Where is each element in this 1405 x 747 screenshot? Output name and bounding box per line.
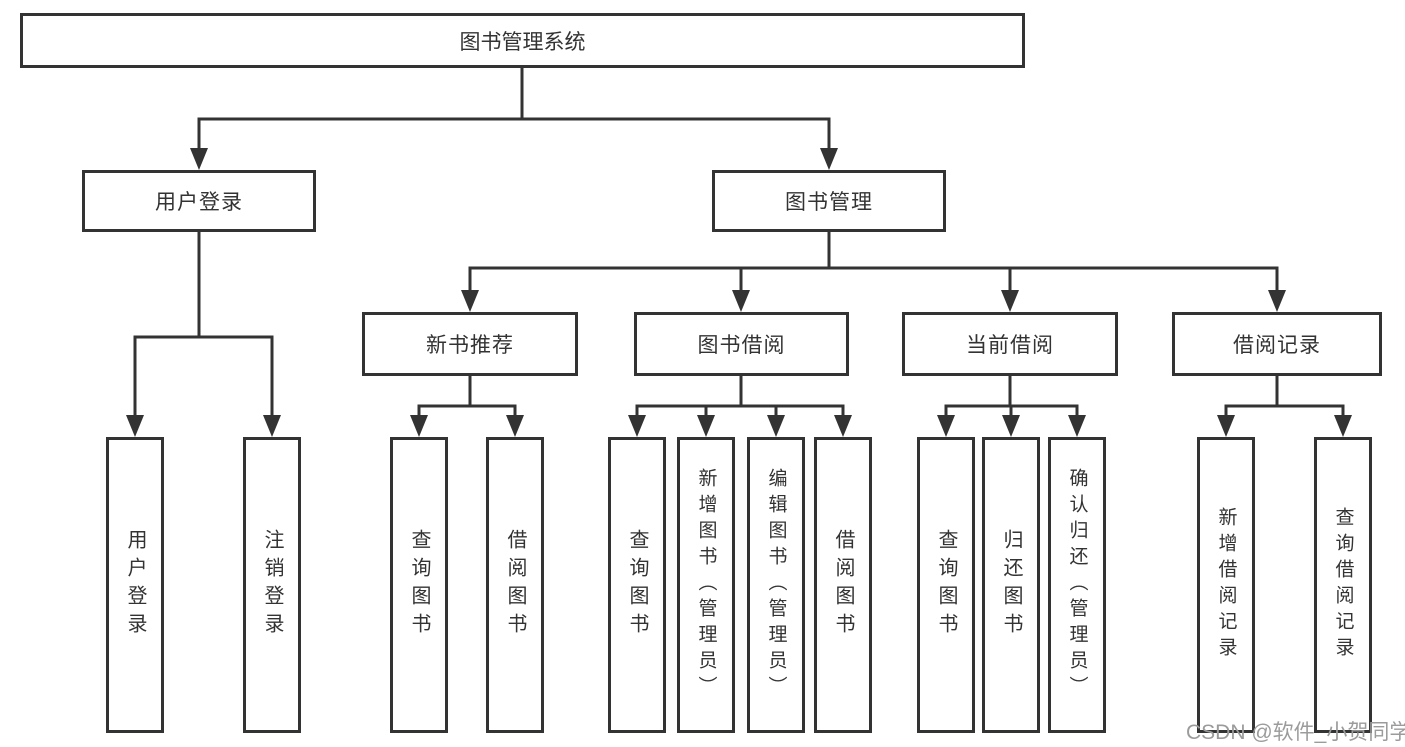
- leaf-confirm-return-admin: 确认归还（管理员）: [1048, 437, 1106, 733]
- node-book-borrow: 图书借阅: [634, 312, 849, 376]
- leaf-query-book-3-label: 查询图书: [935, 529, 957, 641]
- node-borrow-record-label: 借阅记录: [1233, 334, 1321, 357]
- node-borrow-record: 借阅记录: [1172, 312, 1382, 376]
- node-current-borrow-label: 当前借阅: [966, 334, 1054, 357]
- leaf-edit-book-admin: 编辑图书（管理员）: [747, 437, 805, 733]
- leaf-borrow-book-1: 借阅图书: [486, 437, 544, 733]
- node-user-login-label: 用户登录: [155, 191, 243, 214]
- leaf-user-login-label: 用户登录: [124, 529, 146, 641]
- csdn-watermark: CSDN @软件_小贺同学: [1186, 721, 1405, 744]
- root-node-library-management-system: 图书管理系统: [20, 13, 1025, 68]
- node-book-borrow-label: 图书借阅: [697, 334, 786, 357]
- leaf-add-borrow-record: 新增借阅记录: [1197, 437, 1255, 733]
- leaf-logout-label: 注销登录: [261, 529, 283, 641]
- leaf-query-book-1-label: 查询图书: [408, 529, 430, 641]
- leaf-query-book-2-label: 查询图书: [626, 529, 648, 641]
- node-new-book-recommend: 新书推荐: [362, 312, 578, 376]
- node-user-login: 用户登录: [82, 170, 316, 232]
- node-current-borrow: 当前借阅: [902, 312, 1118, 376]
- leaf-add-book-admin-label: 新增图书（管理员）: [695, 468, 717, 702]
- leaf-user-login: 用户登录: [106, 437, 164, 733]
- leaf-add-book-admin: 新增图书（管理员）: [677, 437, 735, 733]
- leaf-query-borrow-record: 查询借阅记录: [1314, 437, 1372, 733]
- leaf-return-book-label: 归还图书: [1000, 529, 1022, 641]
- node-new-book-recommend-label: 新书推荐: [426, 334, 514, 357]
- leaf-query-book-1: 查询图书: [390, 437, 448, 733]
- root-node-label: 图书管理系统: [459, 30, 586, 54]
- node-book-management-label: 图书管理: [785, 191, 873, 214]
- leaf-borrow-book-1-label: 借阅图书: [504, 529, 526, 641]
- leaf-return-book: 归还图书: [982, 437, 1040, 733]
- leaf-query-book-3: 查询图书: [917, 437, 975, 733]
- leaf-query-book-2: 查询图书: [608, 437, 666, 733]
- node-book-management: 图书管理: [712, 170, 946, 232]
- leaf-add-borrow-record-label: 新增借阅记录: [1215, 507, 1237, 663]
- leaf-borrow-book-2-label: 借阅图书: [832, 529, 854, 641]
- leaf-logout: 注销登录: [243, 437, 301, 733]
- leaf-confirm-return-admin-label: 确认归还（管理员）: [1066, 468, 1088, 702]
- leaf-query-borrow-record-label: 查询借阅记录: [1332, 507, 1354, 663]
- leaf-borrow-book-2: 借阅图书: [814, 437, 872, 733]
- leaf-edit-book-admin-label: 编辑图书（管理员）: [765, 468, 787, 702]
